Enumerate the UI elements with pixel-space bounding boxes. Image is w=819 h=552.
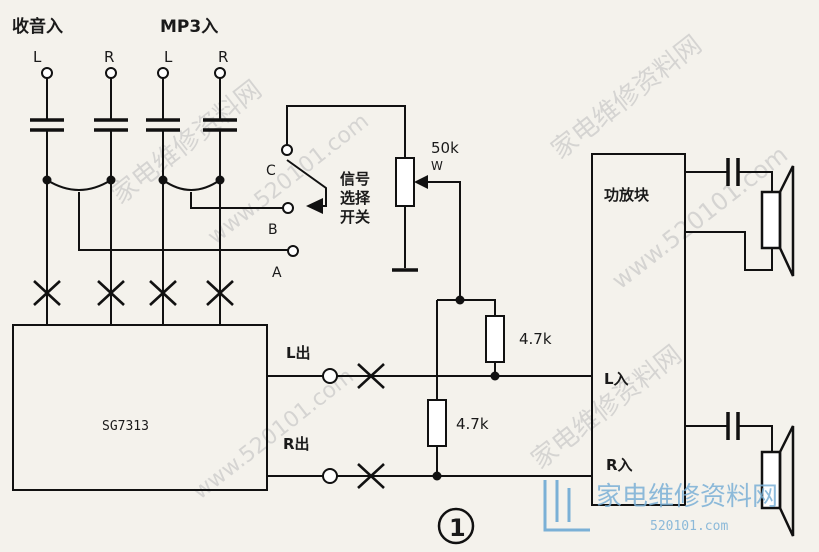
mp3-mix-arc [162, 179, 221, 191]
sg7313-chip: SG7313 [12, 324, 268, 491]
resistor-top [485, 315, 505, 363]
power-amplifier-block: 功放块 L入 R入 [591, 153, 686, 506]
input-channels [30, 67, 288, 325]
chip-label: SG7313 [102, 419, 149, 434]
amp-label: 功放块 [604, 186, 650, 204]
switch-contact-c [281, 144, 293, 156]
pot-value-label: 50k [431, 139, 459, 157]
pot-wiper-wire [428, 181, 461, 300]
mp3-input-label: MP3入 [160, 17, 218, 37]
watermark-layer: 家电维修资料网 www.520101.com 家电维修资料网 www.52010… [106, 30, 793, 505]
radio-left-label: L [33, 48, 42, 66]
wire-to-switch-b [190, 192, 283, 209]
l-out-terminal [322, 368, 338, 384]
switch-wiper-arrow [306, 198, 323, 214]
resistor-bottom [427, 399, 447, 447]
figure-number: 1 [437, 507, 475, 545]
logo-url: 520101.com [650, 519, 728, 534]
mp3-right-label: R [218, 48, 228, 66]
cut-marks-inputs [33, 280, 234, 306]
switch-contact-a [287, 245, 299, 257]
speaker-top [685, 158, 795, 277]
switch-c-label: C [266, 163, 276, 179]
speaker-bottom [685, 412, 795, 537]
watermark-text-2: 家电维修资料网 [546, 30, 708, 166]
amp-r-in-label: R入 [606, 456, 633, 474]
radio-input-label: 收音入 [12, 16, 63, 37]
input-channel-radio-r [94, 67, 128, 325]
output-lines: L出 R出 [267, 344, 592, 489]
r-out-terminal [322, 468, 338, 484]
switch-contact-b [282, 202, 294, 214]
wire-switch-to-pot [286, 105, 406, 158]
radio-mix-arc [46, 179, 112, 191]
radio-right-label: R [104, 48, 114, 66]
potentiometer-w: 50k W [392, 139, 461, 300]
input-channel-mp3-l [146, 67, 180, 325]
switch-label-line2: 选择 [340, 189, 371, 207]
pot-wiper-arrow [414, 175, 428, 189]
pot-w-label: W [431, 159, 443, 173]
input-channel-radio-l [30, 67, 64, 325]
switch-label-line3: 开关 [340, 208, 370, 226]
mp3-left-label: L [164, 48, 173, 66]
amp-l-in-label: L入 [604, 370, 629, 388]
switch-wiper-line [286, 159, 327, 207]
watermark-url-3: www.520101.com [188, 364, 359, 505]
signal-selector-switch: C B A 信号 选择 开关 [266, 105, 406, 281]
resistor-network: 4.7k 4.7k [427, 295, 552, 481]
resistor-bottom-label: 4.7k [456, 415, 489, 433]
r-out-label: R出 [283, 435, 310, 453]
figure-number-text: 1 [449, 514, 466, 542]
l-out-label: L出 [286, 344, 311, 362]
wire-to-switch-a [78, 192, 288, 251]
logo-text: 家电维修资料网 [596, 482, 778, 512]
switch-a-label: A [272, 265, 282, 281]
switch-b-label: B [268, 222, 278, 238]
site-logo-watermark: 家电维修资料网 520101.com [543, 480, 778, 534]
resistor-top-label: 4.7k [519, 330, 552, 348]
switch-label-line1: 信号 [340, 170, 370, 188]
